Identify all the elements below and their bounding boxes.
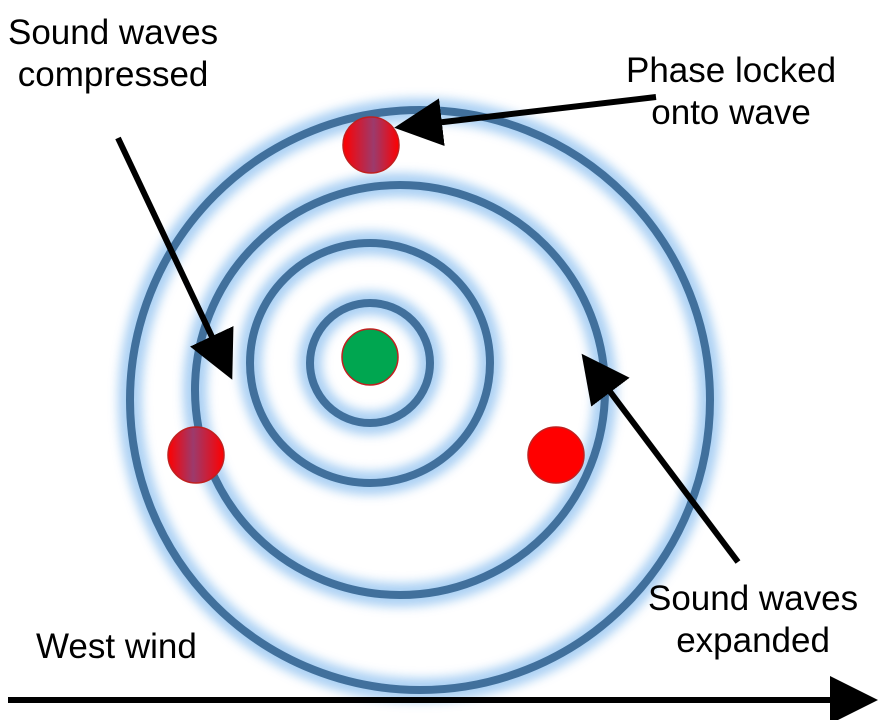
compressed-label: Sound waves compressed <box>8 12 218 96</box>
compressed-label-line1: Sound waves <box>8 13 219 52</box>
compressed-label-line2: compressed <box>17 55 209 94</box>
expanded-label-line2: expanded <box>676 621 830 660</box>
wave-ring-2 <box>246 239 494 487</box>
phase-locked-label-line2: onto wave <box>651 93 811 132</box>
east-marker-dot <box>527 426 585 484</box>
phase-locked-label-line1: Phase locked <box>626 51 837 90</box>
wave-ring-1 <box>306 299 434 427</box>
expanded-label-line1: Sound waves <box>648 579 859 618</box>
west-marker-dot <box>167 426 225 484</box>
expanded-arrow <box>581 353 741 564</box>
west-wind-label: West wind <box>36 626 197 668</box>
center-source-dot <box>341 328 399 386</box>
west-wind-text: West wind <box>36 627 197 666</box>
phase-locked-label: Phase locked onto wave <box>626 50 836 134</box>
compressed-arrow <box>115 136 234 380</box>
phase-locked-arrow <box>394 94 657 147</box>
expanded-label: Sound waves expanded <box>648 578 858 662</box>
phase-locked-dot <box>342 116 400 174</box>
